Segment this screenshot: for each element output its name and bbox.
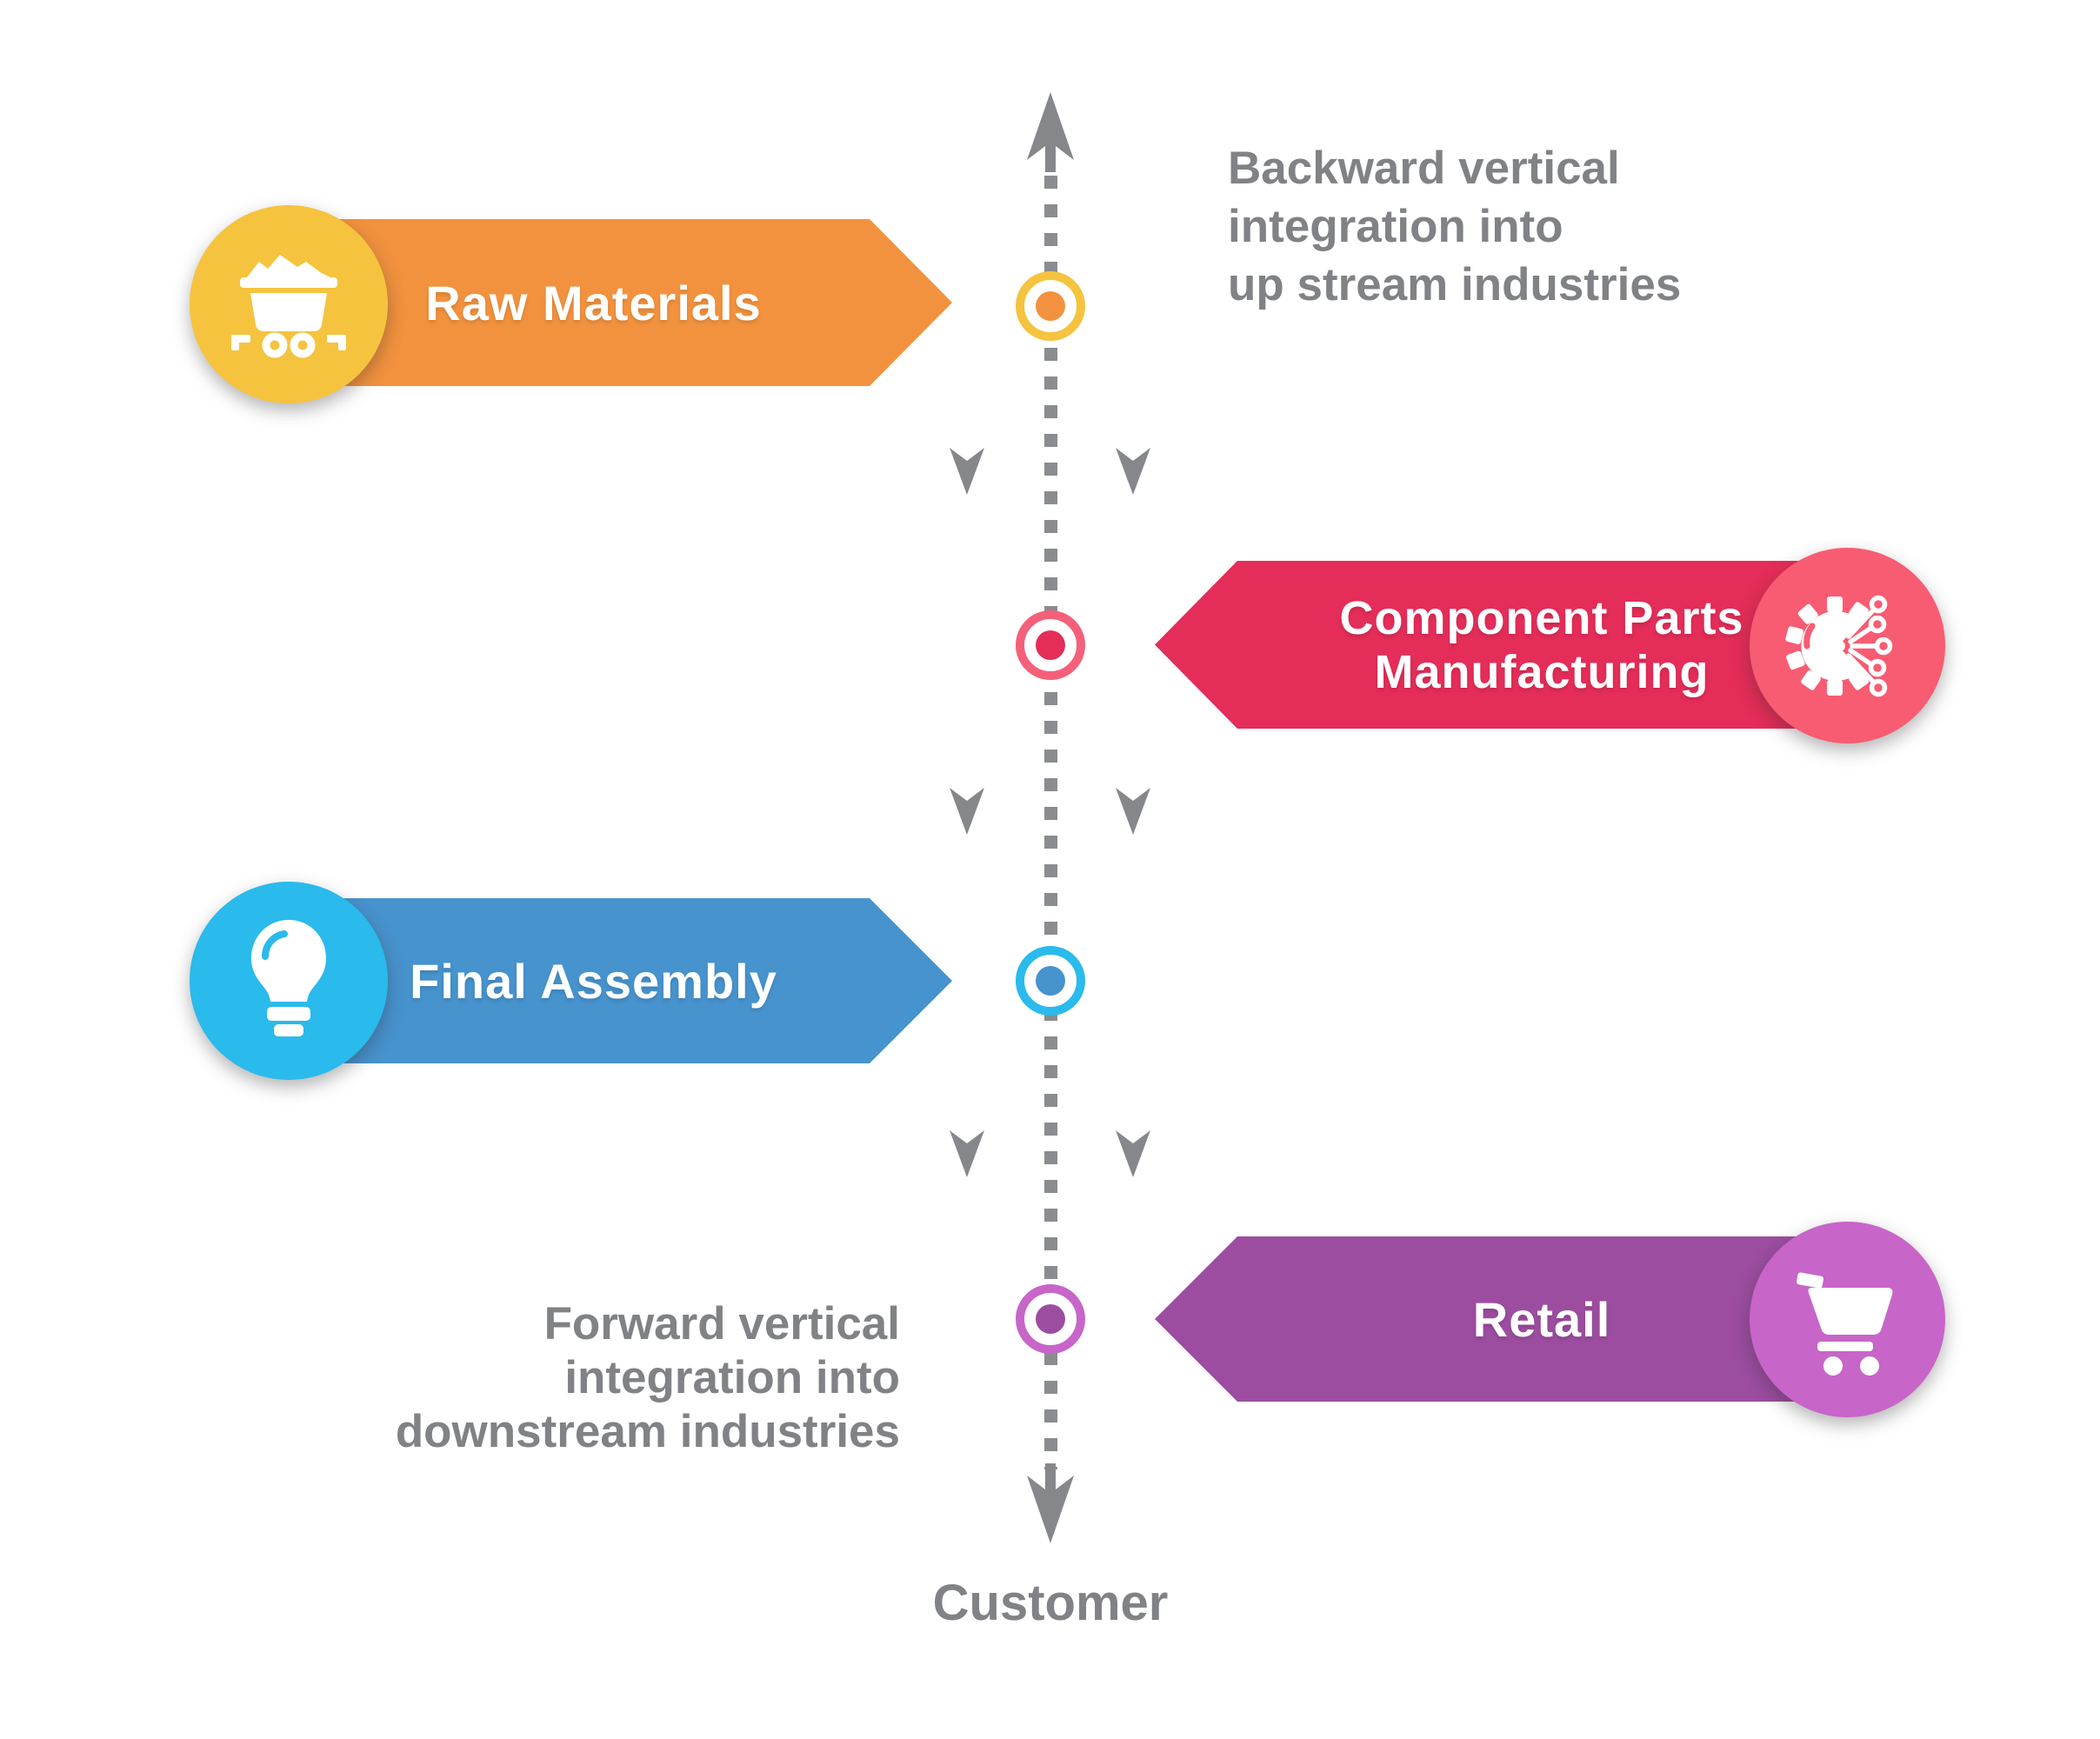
stage-label-line: Final Assembly	[410, 953, 777, 1009]
stage-banner-final-assembly: Final Assembly	[296, 898, 952, 1063]
stage-label: Component Parts Manufacturing	[1155, 561, 1877, 729]
forward-integration-label: Forward vertical integration into downst…	[291, 1297, 900, 1459]
stage-badge-component-parts	[1750, 548, 1945, 743]
label-line: Forward vertical	[543, 1298, 900, 1349]
label-line: up stream industries	[1228, 259, 1682, 310]
down-arrow-icon	[1027, 1463, 1074, 1543]
chevron-down-icon	[1116, 788, 1150, 835]
node-marker-raw-materials	[1016, 271, 1085, 341]
chevron-down-icon	[950, 788, 984, 835]
backward-integration-label: Backward vertical integration into up st…	[1228, 139, 1681, 314]
gear-circuit-icon	[1784, 595, 1892, 696]
node-marker-component-parts	[1016, 610, 1085, 680]
stage-badge-raw-materials	[190, 205, 388, 403]
node-dot	[1036, 1304, 1065, 1334]
label-line: downstream industries	[395, 1406, 900, 1457]
stage-label: Retail	[1155, 1236, 1877, 1402]
stage-label-line: Raw Materials	[425, 275, 762, 330]
node-marker-retail	[1016, 1284, 1085, 1354]
lightbulb-icon	[251, 920, 326, 1036]
node-dot	[1036, 966, 1065, 996]
stage-badge-retail	[1750, 1222, 1945, 1417]
up-arrow-icon	[1027, 92, 1074, 172]
label-line: integration into	[1228, 201, 1563, 252]
node-dot	[1036, 630, 1065, 660]
chevron-down-icon	[1116, 448, 1150, 495]
customer-label: Customer	[932, 1575, 1169, 1631]
chevron-down-icon	[950, 1130, 984, 1177]
stage-label: Final Assembly	[296, 898, 952, 1063]
node-dot	[1036, 291, 1065, 321]
label-line: integration into	[564, 1352, 900, 1403]
stage-label: Raw Materials	[296, 219, 952, 386]
chevron-down-icon	[950, 448, 984, 495]
node-marker-final-assembly	[1016, 946, 1085, 1016]
mine-cart-icon	[231, 255, 346, 358]
label-line: Backward vertical	[1228, 143, 1620, 194]
stage-label-line: Component Parts	[1339, 591, 1744, 644]
flow-dashed-line	[1044, 176, 1057, 1469]
stage-label-line: Manufacturing	[1374, 645, 1710, 698]
stage-badge-final-assembly	[190, 882, 388, 1080]
chevron-down-icon	[1116, 1130, 1150, 1177]
shopping-cart-icon	[1796, 1271, 1892, 1376]
stage-label-line: Retail	[1472, 1291, 1611, 1347]
stage-banner-raw-materials: Raw Materials	[296, 219, 952, 386]
